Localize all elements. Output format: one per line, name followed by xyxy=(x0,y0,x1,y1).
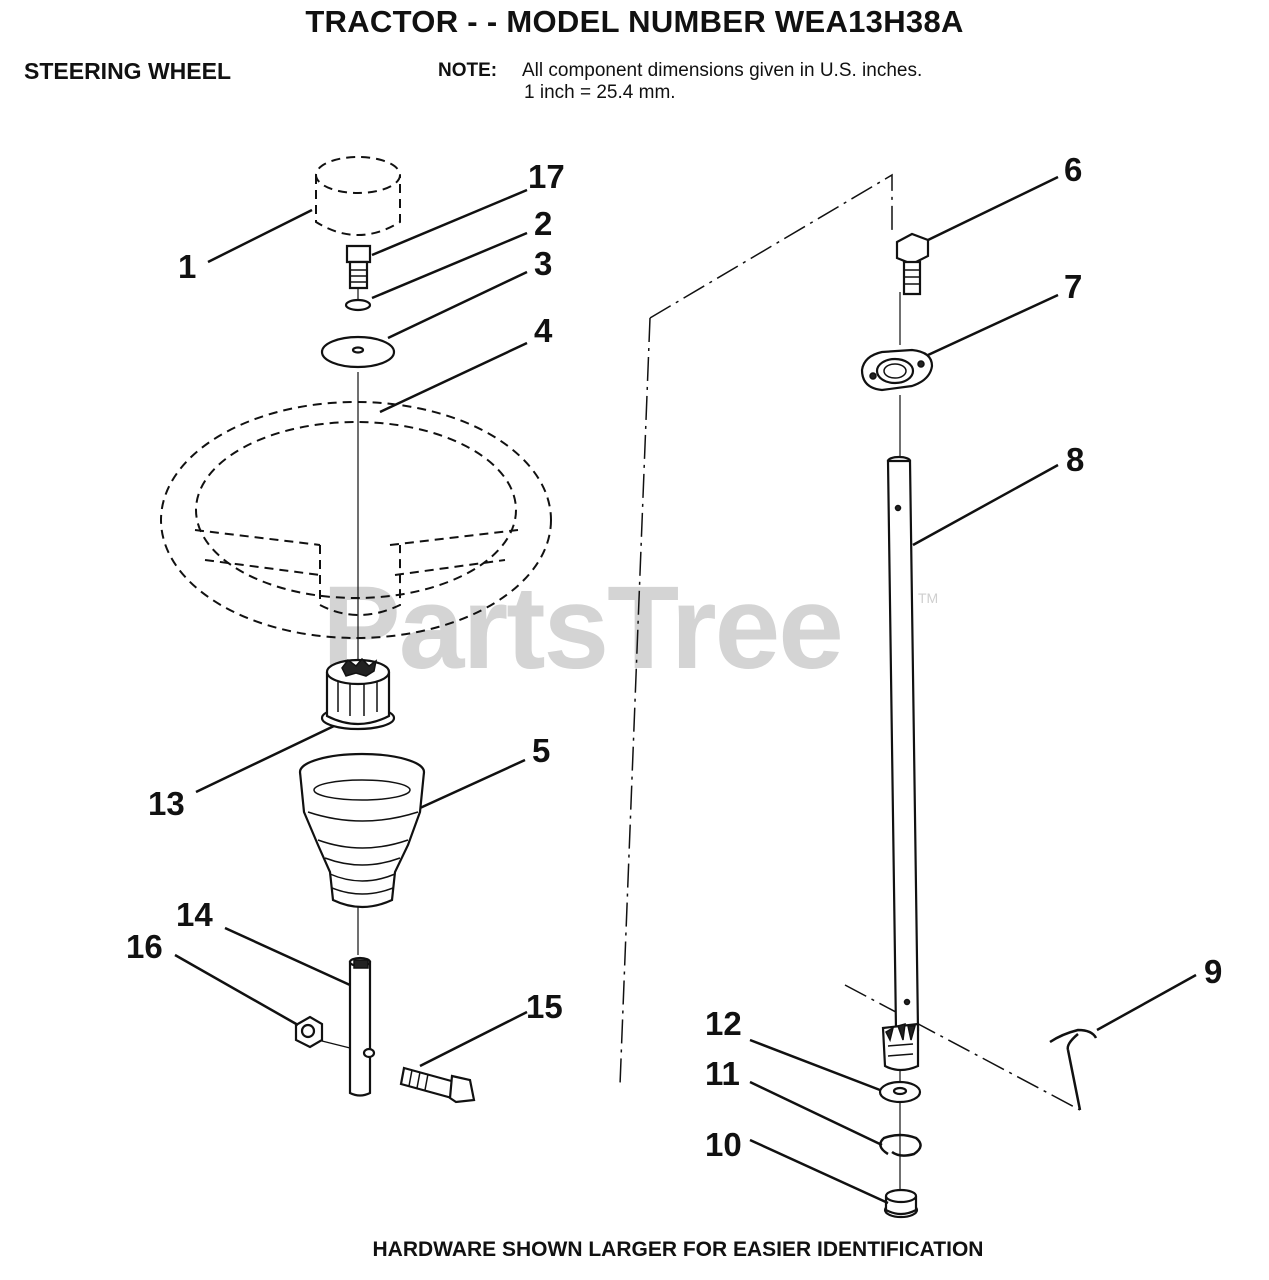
callout-12[interactable]: 12 xyxy=(705,1005,742,1042)
hardware-footnote: HARDWARE SHOWN LARGER FOR EASIER IDENTIF… xyxy=(372,1238,984,1261)
part-5-steering-boot xyxy=(298,752,426,909)
part-1-steering-cap xyxy=(315,156,401,236)
part-3-flat-washer xyxy=(320,335,396,369)
callout-2[interactable]: 2 xyxy=(534,205,553,242)
part-7-flange-bearing xyxy=(860,348,934,392)
callout-16[interactable]: 16 xyxy=(126,928,163,965)
note-line-2: 1 inch = 25.4 mm. xyxy=(524,82,676,103)
callout-6[interactable]: 6 xyxy=(1064,151,1083,188)
page-title: TRACTOR - - MODEL NUMBER WEA13H38A xyxy=(305,4,964,39)
part-10-retaining-ring xyxy=(879,1133,922,1157)
callout-4[interactable]: 4 xyxy=(534,312,553,349)
dimension-note: NOTE: All component dimensions given in U… xyxy=(438,60,922,104)
callout-5[interactable]: 5 xyxy=(532,732,551,769)
callout-10[interactable]: 10 xyxy=(705,1126,742,1163)
callout-1[interactable]: 1 xyxy=(178,248,197,285)
leader-lines xyxy=(174,175,1197,1205)
callout-3[interactable]: 3 xyxy=(534,245,553,282)
callout-13[interactable]: 13 xyxy=(148,785,185,822)
callout-11[interactable]: 11 xyxy=(705,1055,740,1092)
part-8-steering-column xyxy=(886,455,920,1032)
callout-7[interactable]: 7 xyxy=(1064,268,1083,305)
part-15-bolt xyxy=(399,1066,476,1104)
part-13-hub-adapter xyxy=(320,657,396,731)
part-2-lock-washer xyxy=(344,298,372,312)
callout-8[interactable]: 8 xyxy=(1066,441,1085,478)
callout-15[interactable]: 15 xyxy=(526,988,563,1025)
part-17-bolt xyxy=(345,244,372,290)
part-12-pinion-gear xyxy=(881,1022,920,1072)
part-4-steering-wheel xyxy=(160,401,552,639)
part-11-washer xyxy=(878,1080,922,1104)
callout-17[interactable]: 17 xyxy=(528,158,565,195)
part-14-steering-shaft xyxy=(348,956,376,1097)
note-line-1: All component dimensions given in U.S. i… xyxy=(522,60,923,81)
part-9-spring-pin xyxy=(1049,1028,1098,1111)
section-title: STEERING WHEEL xyxy=(24,58,232,84)
trademark-mark: TM xyxy=(918,590,939,606)
part-16-hex-nut xyxy=(294,1015,324,1049)
part-bushing xyxy=(883,1188,919,1219)
part-6-hex-bolt xyxy=(895,232,930,296)
callout-9[interactable]: 9 xyxy=(1204,953,1223,990)
frame-outline xyxy=(619,173,1081,1111)
note-label: NOTE: xyxy=(438,60,498,81)
callout-14[interactable]: 14 xyxy=(176,896,213,933)
assembly-axis-lines xyxy=(317,285,901,1190)
